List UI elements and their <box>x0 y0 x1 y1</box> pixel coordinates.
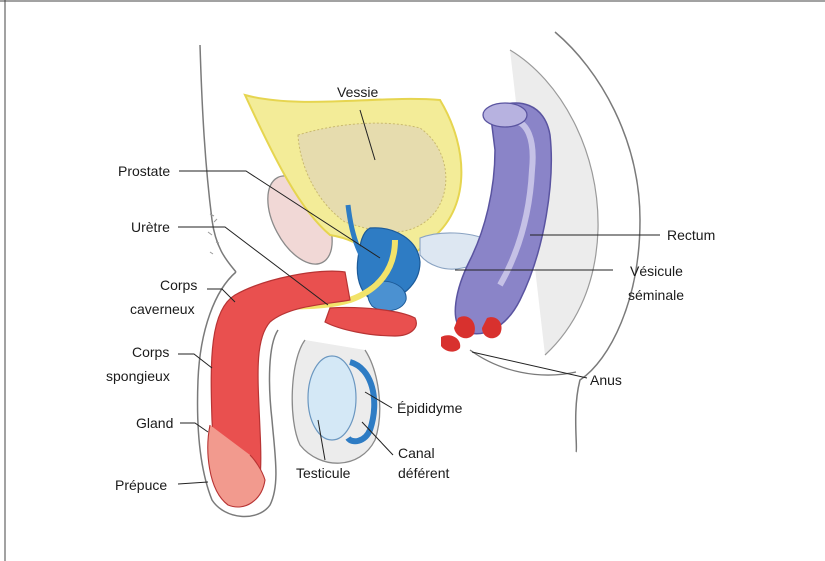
abdominal-wall-outline <box>200 45 236 272</box>
label-vessie: Vessie <box>337 84 378 100</box>
testis <box>308 356 356 440</box>
label-prostate: Prostate <box>118 163 170 179</box>
leader-prepuce <box>178 482 208 484</box>
label-corps-spongieux-line2: spongieux <box>106 368 170 384</box>
label-canal-deferent-line2: déférent <box>398 465 449 481</box>
label-uretre: Urètre <box>131 219 170 235</box>
leader-gland <box>180 423 208 432</box>
rectum-opening <box>483 103 527 127</box>
label-canal-deferent-line1: Canal <box>398 445 435 461</box>
label-corps-caverneux-line1: Corps <box>160 277 197 293</box>
corpus-spongiosum-bulb <box>325 307 416 336</box>
anus-mark <box>441 335 460 351</box>
pubic-hair-stipple <box>208 214 219 254</box>
label-anus: Anus <box>590 372 622 388</box>
label-rectum: Rectum <box>667 227 715 243</box>
label-corps-spongieux-line1: Corps <box>132 344 169 360</box>
label-corps-caverneux-line2: caverneux <box>130 301 195 317</box>
label-epididyme: Épididyme <box>397 400 463 416</box>
leader-corps-spongieux <box>178 354 212 368</box>
label-vesicule-seminale-line2: séminale <box>628 287 684 303</box>
label-vesicule-seminale-line1: Vésicule <box>630 263 683 279</box>
label-gland: Gland <box>136 415 173 431</box>
label-prepuce: Prépuce <box>115 477 167 493</box>
label-testicule: Testicule <box>296 465 351 481</box>
buttock-outline <box>470 350 576 375</box>
rectum <box>455 103 551 334</box>
